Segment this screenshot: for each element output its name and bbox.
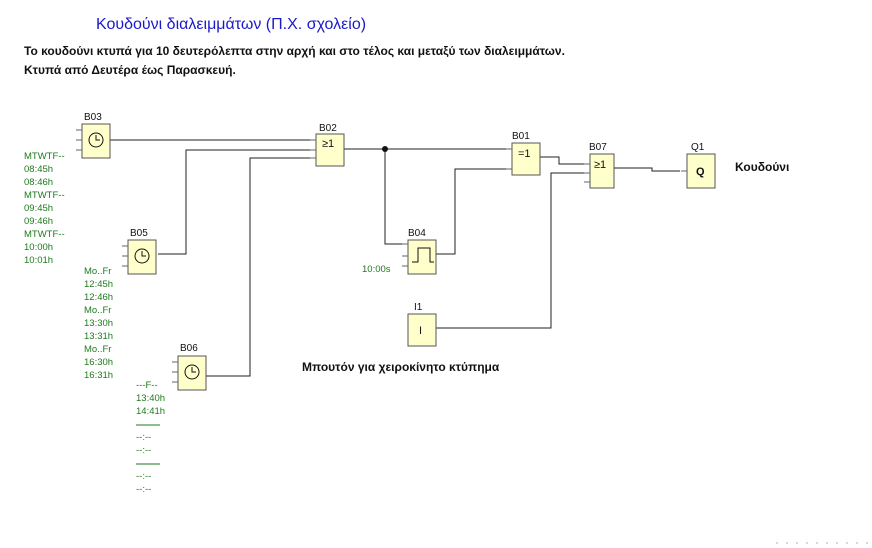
b06-param: ---F-- — [136, 380, 158, 391]
clock-icon — [134, 248, 150, 264]
wire-b07-q1 — [614, 167, 680, 172]
input-i1-box — [407, 313, 437, 347]
b05-param: 13:30h — [84, 318, 113, 329]
description-line-2: Κτυπά από Δευτέρα έως Παρασκευή. — [24, 63, 236, 77]
output-q1-box — [686, 153, 716, 189]
b06-param: 14:41h — [136, 406, 165, 417]
wire-b04-b01 — [436, 168, 506, 255]
clock-icon — [88, 132, 104, 148]
wires — [110, 139, 680, 377]
diagram-title: Κουδούνι διαλειμμάτων (Π.Χ. σχολείο) — [96, 16, 367, 33]
block-b06[interactable]: B06 — [172, 343, 207, 391]
block-b01-box — [511, 142, 541, 176]
input-i1-symbol: I — [419, 325, 422, 337]
block-b07-symbol: ≥1 — [594, 159, 606, 171]
description-line-1: Το κουδούνι κτυπά για 10 δευτερόλεπτα στ… — [24, 44, 565, 58]
b03-param: 10:01h — [24, 255, 53, 266]
output-q1-label: Q1 — [691, 142, 705, 153]
b05-param: Mo..Fr — [84, 344, 111, 355]
b03-param: MTWTF-- — [24, 151, 65, 162]
wire-i1-b07 — [436, 172, 586, 329]
block-b05[interactable]: B05 — [122, 228, 157, 275]
b05-param: Mo..Fr — [84, 266, 111, 277]
b06-params: ---F-- 13:40h 14:41h --:-- --:-- --:-- -… — [136, 380, 165, 495]
block-b02[interactable]: B02 ≥1 — [310, 123, 345, 167]
b03-param: 09:46h — [24, 216, 53, 227]
block-b03[interactable]: B03 — [76, 112, 111, 159]
wire-junction-b04 — [384, 149, 402, 245]
input-i1-label: I1 — [414, 302, 423, 313]
block-b07-label: B07 — [589, 142, 607, 153]
wire-b05-b02 — [158, 149, 312, 255]
b06-param: 13:40h — [136, 393, 165, 404]
b05-params: Mo..Fr 12:45h 12:46h Mo..Fr 13:30h 13:31… — [84, 266, 113, 381]
b05-param: 12:46h — [84, 292, 113, 303]
b06-param: --:-- — [136, 471, 151, 482]
block-b01[interactable]: B01 =1 — [506, 131, 541, 176]
b05-param: 13:31h — [84, 331, 113, 342]
block-b02-box — [315, 133, 345, 167]
block-b05-box — [127, 239, 157, 275]
output-q1[interactable]: Q1 Q — [681, 142, 716, 189]
wire-b06-b02 — [206, 157, 312, 377]
b03-param: MTWTF-- — [24, 190, 65, 201]
wire-b01-b07 — [540, 156, 586, 165]
b05-param: Mo..Fr — [84, 305, 111, 316]
block-b03-label: B03 — [84, 112, 102, 123]
b06-param: --:-- — [136, 484, 151, 495]
faint-dotted-border — [776, 542, 868, 544]
input-i1[interactable]: I1 I — [407, 302, 437, 347]
button-annotation: Μπουτόν για χειροκίνητο κτύπημα — [302, 360, 500, 374]
b05-param: 12:45h — [84, 279, 113, 290]
block-b07[interactable]: B07 ≥1 — [584, 142, 615, 189]
b05-param: 16:31h — [84, 370, 113, 381]
b06-param: --:-- — [136, 445, 151, 456]
b03-param: 10:00h — [24, 242, 53, 253]
block-b03-box — [81, 123, 111, 159]
output-q1-symbol: Q — [696, 166, 705, 178]
b03-params: MTWTF-- 08:45h 08:46h MTWTF-- 09:45h 09:… — [24, 151, 65, 266]
b06-param: --:-- — [136, 432, 151, 443]
block-b06-label: B06 — [180, 343, 198, 354]
b04-param: 10:00s — [362, 264, 391, 275]
b03-param: 08:45h — [24, 164, 53, 175]
b05-param: 16:30h — [84, 357, 113, 368]
block-b04-label: B04 — [408, 228, 426, 239]
output-annotation: Κουδούνι — [735, 160, 789, 174]
block-b07-box — [589, 153, 615, 189]
clock-icon — [184, 364, 200, 380]
block-b02-symbol: ≥1 — [322, 138, 334, 150]
block-b04[interactable]: B04 — [402, 228, 437, 275]
b03-param: MTWTF-- — [24, 229, 65, 240]
b03-param: 08:46h — [24, 177, 53, 188]
block-b02-label: B02 — [319, 123, 337, 134]
block-b04-box — [407, 239, 437, 275]
block-b05-label: B05 — [130, 228, 148, 239]
wire-junction-dot — [382, 146, 388, 152]
pulse-icon — [412, 247, 434, 263]
block-b01-symbol: =1 — [518, 148, 531, 160]
block-b01-label: B01 — [512, 131, 530, 142]
block-b06-box — [177, 355, 207, 391]
b03-param: 09:45h — [24, 203, 53, 214]
